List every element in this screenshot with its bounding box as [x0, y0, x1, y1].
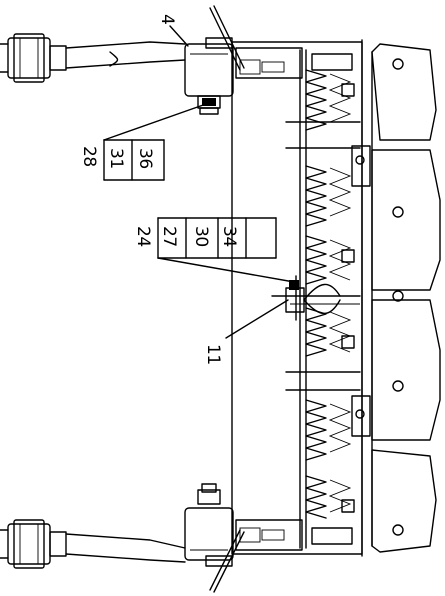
callout-36: 36	[135, 148, 155, 169]
lower-arm-assembly	[0, 519, 186, 569]
upper-arm-assembly	[0, 33, 186, 83]
leader-4	[169, 25, 189, 47]
frame-brackets	[239, 59, 371, 543]
lower-hub	[184, 483, 234, 567]
upper-rod	[209, 7, 241, 71]
leader-24	[157, 257, 295, 283]
cutter-frame	[231, 39, 441, 557]
callout-34: 34	[219, 226, 239, 247]
callout-11: 11	[203, 344, 223, 365]
callout-31: 31	[106, 148, 126, 169]
callout-28: 28	[79, 146, 99, 167]
callout-24: 24	[133, 226, 153, 247]
leader-11	[225, 299, 289, 339]
cutter-teeth	[305, 69, 352, 519]
leader-28	[103, 103, 207, 141]
callout-30: 30	[191, 226, 211, 247]
tines	[271, 121, 361, 391]
callout-4: 4	[157, 14, 177, 24]
callout-27: 27	[159, 226, 179, 247]
lower-rod	[209, 529, 241, 591]
center-clamp	[285, 275, 341, 321]
upper-hub	[184, 37, 234, 115]
